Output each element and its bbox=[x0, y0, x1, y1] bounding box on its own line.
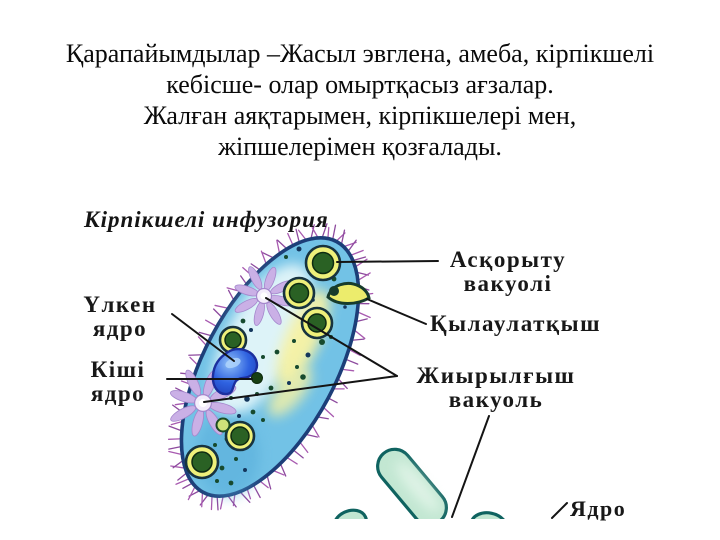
food-vacuole bbox=[282, 276, 316, 310]
leader-oral-groove bbox=[366, 298, 427, 325]
label-line: Үлкен bbox=[83, 292, 157, 317]
leader-amoeba-vacuole bbox=[451, 415, 490, 518]
label-line: ядро bbox=[92, 316, 148, 341]
leader-amoeba-nucleus bbox=[551, 502, 568, 519]
label-amoeba-nucleus: Ядро bbox=[570, 497, 626, 521]
food-vacuole bbox=[304, 244, 342, 282]
large-nucleus-shape bbox=[211, 348, 259, 396]
leader-large-nucleus bbox=[171, 313, 235, 362]
pseudopod-right bbox=[469, 511, 509, 519]
heading-line: Жалған аяқтарымен, кірпікшелері мен, bbox=[143, 101, 577, 130]
label-line: Асқорыту bbox=[449, 247, 567, 272]
pseudopod-finger-highlight bbox=[395, 461, 441, 513]
food-vacuole bbox=[184, 444, 220, 480]
food-vacuoles bbox=[184, 244, 342, 480]
label-line: Ядро bbox=[570, 496, 627, 521]
label-line: Кіші bbox=[90, 357, 146, 382]
leader-digestive-vacuole bbox=[336, 260, 439, 263]
food-vacuole bbox=[300, 306, 334, 340]
label-large-nucleus: Үлкен ядро bbox=[66, 293, 174, 341]
oral-funnel-tint-lower bbox=[268, 367, 312, 417]
heading-line: Қарапайымдылар –Жасыл эвглена, амеба, кі… bbox=[65, 39, 655, 68]
food-vacuole bbox=[224, 420, 256, 452]
label-small-nucleus: Кіші ядро bbox=[64, 358, 172, 406]
heading-line: жіпшелерімен қозғалады. bbox=[218, 132, 502, 161]
nucleus-highlight bbox=[225, 357, 241, 369]
label-contractile-vacuole: Жиырылғыш вакуоль bbox=[402, 364, 590, 412]
amoeba-pseudopods bbox=[332, 447, 509, 519]
small-ring-granule bbox=[215, 417, 231, 433]
slide-heading: Қарапайымдылар –Жасыл эвглена, амеба, кі… bbox=[0, 38, 720, 162]
label-line: Қылаулатқыш bbox=[430, 311, 602, 336]
diagram-title: Кірпікшелі инфузория bbox=[84, 207, 329, 232]
leader-contractile-lower bbox=[203, 375, 398, 403]
label-line: Жиырылғыш bbox=[416, 363, 576, 388]
label-line: вакуоль bbox=[448, 387, 544, 412]
pseudopod-left bbox=[332, 508, 368, 519]
leader-contractile-upper bbox=[265, 297, 398, 377]
leader-lines bbox=[166, 260, 568, 519]
label-line: ядро bbox=[90, 381, 146, 406]
oral-groove-dark-end bbox=[329, 286, 339, 296]
heading-line: кебісше- олар омыртқасыз ағзалар. bbox=[166, 70, 554, 99]
small-nucleus-shape bbox=[251, 372, 263, 384]
label-digestive-vacuole: Асқорыту вакуолі bbox=[437, 248, 579, 296]
label-oral-groove: Қылаулатқыш bbox=[430, 312, 601, 336]
label-line: вакуолі bbox=[463, 271, 553, 296]
